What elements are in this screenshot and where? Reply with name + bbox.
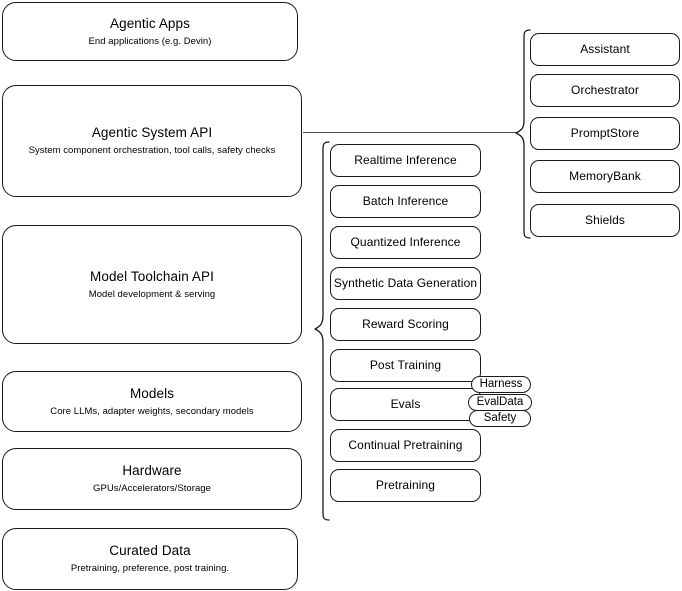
toolchain-item-label: Pretraining [375, 478, 436, 492]
agentic-component-label: Orchestrator [571, 83, 639, 97]
layer-box-model-toolchain-api[interactable]: Model Toolchain API Model development & … [2, 225, 302, 344]
connector-agentic-system-to-components [303, 132, 517, 134]
toolchain-item-batch-inference[interactable]: Batch Inference [330, 185, 481, 218]
layer-subtitle: Pretraining, preference, post training. [70, 563, 230, 574]
agentic-component-memorybank[interactable]: MemoryBank [530, 160, 680, 193]
evals-subitem-safety[interactable]: Safety [469, 410, 531, 427]
evals-subitem-evaldata[interactable]: EvalData [468, 394, 532, 411]
layer-box-agentic-apps[interactable]: Agentic Apps End applications (e.g. Devi… [2, 2, 298, 61]
toolchain-item-post-training[interactable]: Post Training [330, 349, 481, 382]
toolchain-item-label: Post Training [369, 358, 442, 372]
layer-subtitle: Core LLMs, adapter weights, secondary mo… [50, 405, 254, 417]
evals-subitem-harness[interactable]: Harness [471, 376, 531, 393]
layer-title: Agentic Apps [109, 15, 190, 31]
toolchain-item-realtime-inference[interactable]: Realtime Inference [330, 144, 481, 177]
toolchain-item-continual-pretraining[interactable]: Continual Pretraining [330, 429, 481, 462]
layer-subtitle: System component orchestration, tool cal… [28, 145, 276, 156]
agentic-component-label: Shields [584, 213, 626, 227]
agentic-component-label: MemoryBank [569, 169, 641, 183]
agentic-component-promptstore[interactable]: PromptStore [530, 117, 680, 150]
toolchain-item-reward-scoring[interactable]: Reward Scoring [330, 308, 481, 341]
layer-box-agentic-system-api[interactable]: Agentic System API System component orch… [2, 85, 302, 197]
layer-title: Curated Data [109, 543, 191, 558]
toolchain-item-label: Synthetic Data Generation [333, 276, 478, 290]
evals-subitem-label: EvalData [476, 396, 524, 408]
layer-title: Hardware [122, 463, 182, 478]
toolchain-item-label: Quantized Inference [350, 235, 461, 249]
toolchain-item-evals[interactable]: Evals [330, 388, 481, 421]
toolchain-item-label: Continual Pretraining [348, 438, 463, 452]
layer-subtitle: GPUs/Accelerators/Storage [93, 483, 211, 494]
layer-box-models[interactable]: Models Core LLMs, adapter weights, secon… [2, 371, 302, 432]
toolchain-item-label: Batch Inference [362, 194, 449, 208]
agentic-component-orchestrator[interactable]: Orchestrator [530, 74, 680, 107]
layer-subtitle: Model development & serving [88, 288, 216, 300]
layer-title: Agentic System API [91, 125, 213, 140]
evals-subitem-label: Harness [479, 378, 523, 390]
layer-title: Models [129, 385, 175, 401]
toolchain-item-label: Realtime Inference [354, 153, 457, 167]
agentic-component-shields[interactable]: Shields [530, 204, 680, 237]
agentic-component-label: Assistant [580, 42, 630, 56]
brace-model-toolchain [314, 141, 330, 521]
toolchain-item-quantized-inference[interactable]: Quantized Inference [330, 226, 481, 259]
agentic-component-assistant[interactable]: Assistant [530, 33, 680, 66]
toolchain-item-pretraining[interactable]: Pretraining [330, 469, 481, 502]
toolchain-item-label: Reward Scoring [362, 317, 449, 331]
toolchain-item-label: Evals [390, 397, 421, 411]
layer-subtitle: End applications (e.g. Devin) [88, 35, 212, 47]
evals-subitem-label: Safety [483, 412, 517, 424]
layer-title: Model Toolchain API [90, 268, 214, 284]
toolchain-item-synthetic-data-generation[interactable]: Synthetic Data Generation [330, 267, 481, 300]
brace-agentic-system-components [515, 29, 531, 239]
agentic-component-label: PromptStore [570, 126, 640, 140]
layer-box-curated-data[interactable]: Curated Data Pretraining, preference, po… [2, 528, 298, 590]
layer-box-hardware[interactable]: Hardware GPUs/Accelerators/Storage [2, 448, 302, 510]
